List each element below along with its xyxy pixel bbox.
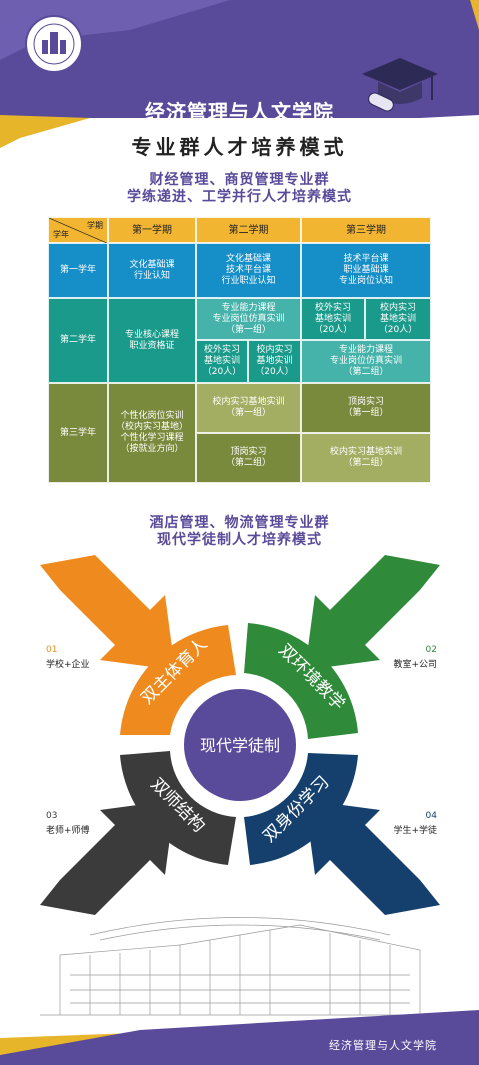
graduation-cap-icon [360,54,440,118]
label-01-number: 01 [46,645,58,655]
corner-semester-label: 学期 [87,221,103,230]
y3-semester-3-top: 顶岗实习 （第一组） [301,383,431,433]
section1-title-line1: 财经管理、商贸管理专业群 [149,172,330,188]
y1-semester-3: 技术平台课 职业基础课 专业岗位认知 [301,243,431,298]
center-label: 现代学徒制 [200,736,280,755]
section2-title-line1: 酒店管理、物流管理专业群 [149,515,330,531]
y3-semester-3-bottom: 校内实习基地实训 （第二组） [301,433,431,483]
label-03-text: 老师+师傅 [46,826,90,836]
page-subtitle: 专业群人才培养模式 [131,135,348,159]
arrow-bottom-right-icon [305,800,440,915]
arrow-bottom-left-icon [40,800,175,915]
page-title: 经济管理与人文学院 [145,100,334,124]
segment-dual-identity [244,753,358,865]
footer-text: 经济管理与人文学院 [329,1039,437,1052]
apprenticeship-cycle-diagram: 双主体育人 双环境教学 双身份学习 双师结构 现代学徒制 [40,555,440,915]
arrow-top-left-icon [40,555,175,670]
y1-semester-2: 文化基础课 技术平台课 行业职业认知 [196,243,301,298]
y3-semester-2-top: 校内实习基地实训 （第一组） [196,383,301,433]
y2-semester-2-bottom-left: 校外实习 基地实训 （20人） [196,340,248,383]
center-circle [180,685,300,805]
table-corner-header: 学期 学年 [48,217,109,244]
label-02-number: 02 [425,645,437,655]
y2-semester-3-top-left: 校外实习 基地实训 （20人） [301,298,365,340]
row-year-2: 第二学年 [48,298,108,383]
header-semester-1: 第一学期 [108,217,196,243]
segment-dual-teacher [120,751,236,865]
y2-semester-3-bottom: 专业能力课程 专业岗位仿真实训 （第二组） [301,340,431,383]
building-sketch-image [40,917,440,1016]
section2-title-line2: 现代学徒制人才培养模式 [157,532,322,548]
y3-semester-1: 个性化岗位实训 （校内实习基地） 个性化学习课程 （按就业方向） [108,383,196,483]
header-semester-2: 第二学期 [196,217,301,243]
row-year-1: 第一学年 [48,243,108,298]
label-03-number: 03 [46,811,58,821]
label-02-text: 教室+公司 [393,660,437,670]
college-logo [24,14,84,74]
y3-semester-2-bottom: 顶岗实习 （第二组） [196,433,301,483]
footer-background [0,1010,479,1065]
row-year-3: 第三学年 [48,383,108,483]
label-04-number: 04 [425,811,437,821]
corner-year-label: 学年 [53,230,69,239]
training-schedule-table: 学期 学年 第一学期 第二学期 第三学期 第一学年 文化基础课 行业认知 文化基… [48,217,431,483]
y1-semester-1: 文化基础课 行业认知 [108,243,196,298]
section1-title-line2: 学练递进、工学并行人才培养模式 [127,189,352,205]
segment-dual-subject [120,625,236,735]
y2-semester-2-bottom-right: 校内实习 基地实训 （20人） [248,340,301,383]
y2-semester-3-top-right: 校内实习 基地实训 （20人） [365,298,431,340]
label-04-text: 学生+学徒 [393,826,437,836]
arrow-top-right-icon [305,555,440,670]
label-01-text: 学校+企业 [46,660,90,670]
y2-semester-1: 专业核心课程 职业资格证 [108,298,196,383]
header-background [0,0,479,148]
segment-dual-environment [244,623,358,739]
header-semester-3: 第三学期 [301,217,431,243]
y2-semester-2-top: 专业能力课程 专业岗位仿真实训 （第一组） [196,298,301,340]
